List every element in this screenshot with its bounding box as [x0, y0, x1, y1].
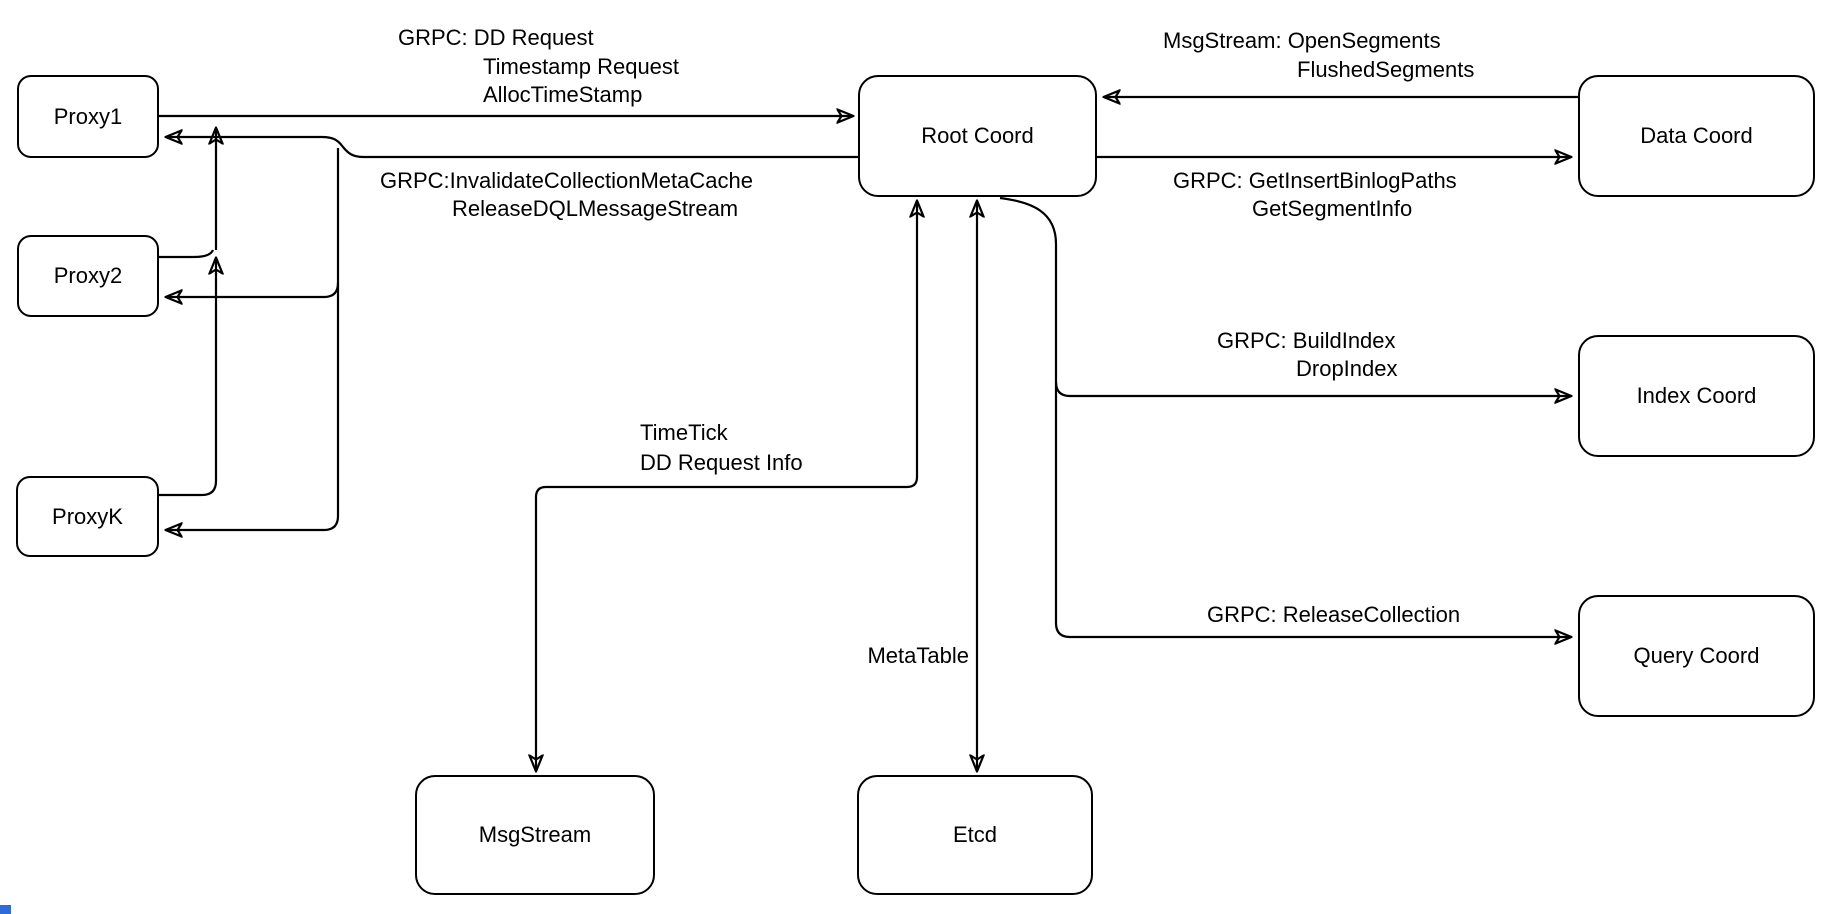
node-msgstream: MsgStream: [415, 775, 655, 895]
node-index-coord-label: Index Coord: [1636, 383, 1757, 408]
edge-label-grpc-getinsertbinlogpaths: GRPC: GetInsertBinlogPaths: [1173, 168, 1457, 193]
node-root-coord-label: Root Coord: [921, 123, 1034, 148]
node-query-coord: Query Coord: [1578, 595, 1815, 717]
node-index-coord: Index Coord: [1578, 335, 1815, 457]
node-proxyk: ProxyK: [16, 476, 159, 557]
edge-rootcoord-to-indexcoord: [1054, 381, 1571, 396]
node-data-coord: Data Coord: [1578, 75, 1815, 197]
corner-artifact: [0, 905, 11, 914]
edge-label-getsegmentinfo: GetSegmentInfo: [1252, 196, 1413, 221]
edge-label-timetick: TimeTick: [640, 420, 728, 445]
node-proxy2: Proxy2: [17, 235, 159, 317]
node-etcd-label: Etcd: [952, 822, 998, 847]
edge-label-timestamp-request: Timestamp Request: [483, 54, 680, 79]
node-proxyk-label: ProxyK: [52, 503, 123, 529]
edge-label-invalidate-collection-metacache: GRPC:InvalidateCollectionMetaCache: [380, 168, 753, 193]
edge-label-dd-request-info: DD Request Info: [640, 450, 803, 475]
edge-rootcoord-to-proxy2: [166, 282, 340, 297]
edge-label-grpc-releasecollection: GRPC: ReleaseCollection: [1207, 602, 1461, 627]
node-proxy2-label: Proxy2: [53, 263, 123, 288]
node-proxy1: Proxy1: [17, 75, 159, 158]
edge-label-release-dql-messagestream: ReleaseDQLMessageStream: [452, 196, 739, 221]
edge-label-grpc-dd-request: GRPC: DD Request: [398, 25, 594, 50]
edge-proxyk-merge-up: [159, 258, 216, 497]
edge-label-metatable: MetaTable: [867, 643, 969, 668]
node-root-coord: Root Coord: [858, 75, 1097, 197]
node-proxy1-label: Proxy1: [53, 103, 123, 129]
edge-rootcoord-to-msgstream: [536, 201, 917, 771]
edge-rootcoord-to-proxyk: [166, 148, 340, 530]
edge-label-dropindex: DropIndex: [1296, 356, 1398, 381]
edge-label-alloctimestamp: AllocTimeStamp: [483, 82, 643, 107]
node-query-coord-label: Query Coord: [1633, 643, 1760, 668]
node-msgstream-label: MsgStream: [478, 822, 592, 847]
node-etcd: Etcd: [857, 775, 1093, 895]
edge-rootcoord-to-querycoord: [999, 196, 1571, 637]
edge-label-flushedsegments: FlushedSegments: [1297, 57, 1475, 82]
edge-rootcoord-to-proxy1: [166, 137, 858, 159]
edge-label-msgstream-opensegments: MsgStream: OpenSegments: [1163, 28, 1441, 53]
edge-proxy2-merge-up: [159, 249, 215, 259]
node-data-coord-label: Data Coord: [1640, 123, 1753, 148]
edge-label-grpc-buildindex: GRPC: BuildIndex: [1217, 328, 1396, 353]
